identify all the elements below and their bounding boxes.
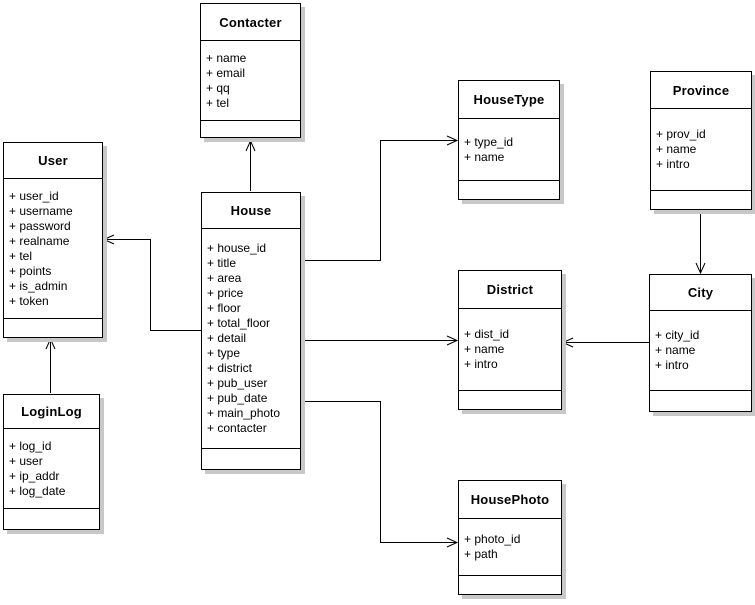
class-title: Contacter — [201, 4, 300, 41]
class-box-house: House + house_id + title + area + price … — [201, 192, 301, 470]
operations-compartment — [459, 181, 559, 199]
class-box-user: User + user_id + username + password + r… — [3, 142, 103, 338]
attributes-compartment: + city_id + name + intro — [650, 311, 751, 391]
field: + prov_id — [656, 127, 706, 141]
class-title: City — [650, 275, 751, 311]
attributes-compartment: + house_id + title + area + price + floo… — [202, 229, 300, 449]
field: + tel — [206, 95, 230, 110]
operations-compartment — [4, 509, 99, 529]
attributes-compartment: + dist_id + name + intro — [459, 309, 561, 391]
field: + photo_id — [464, 532, 521, 546]
field: + ip_addr — [9, 468, 60, 483]
field: + name — [206, 50, 247, 65]
class-box-housephoto: HousePhoto + photo_id + path — [458, 480, 562, 595]
class-box-loginlog: LoginLog + log_id + user + ip_addr + log… — [3, 394, 100, 530]
operations-compartment — [201, 121, 300, 137]
attributes-compartment: + prov_id + name + intro — [651, 109, 751, 191]
field: + type — [207, 346, 241, 360]
operations-compartment — [459, 391, 561, 409]
operations-compartment — [459, 576, 561, 594]
attributes-compartment: + user_id + username + password + realna… — [4, 179, 102, 319]
field: + detail — [207, 331, 247, 345]
field: + dist_id — [464, 327, 510, 341]
field: + email — [206, 65, 246, 80]
operations-compartment — [650, 391, 751, 411]
operations-compartment — [202, 449, 300, 469]
operations-compartment — [651, 191, 751, 209]
field: + price — [207, 286, 244, 300]
class-box-housetype: HouseType + type_id + name — [458, 80, 560, 200]
class-title: LoginLog — [4, 395, 99, 429]
field: + intro — [655, 358, 689, 372]
field: + house_id — [207, 241, 267, 255]
connector-house-to-user — [102, 234, 201, 331]
field: + token — [9, 293, 49, 308]
class-box-contacter: Contacter + name + email + qq + tel — [200, 3, 301, 138]
field: + city_id — [655, 328, 700, 342]
class-box-district: District + dist_id + name + intro — [458, 270, 562, 410]
field: + tel — [9, 248, 33, 263]
field: + realname — [9, 233, 70, 248]
field: + password — [9, 218, 71, 233]
field: + area — [207, 271, 242, 285]
field: + user — [9, 453, 43, 468]
class-title: House — [202, 193, 300, 229]
connector-house-to-housephoto — [301, 401, 459, 548]
class-title: HousePhoto — [459, 481, 561, 519]
field: + pub_date — [207, 391, 268, 405]
field: + log_id — [9, 438, 52, 453]
field: + intro — [464, 357, 498, 371]
class-title: District — [459, 271, 561, 309]
field: + is_admin — [9, 278, 68, 293]
field: + district — [207, 361, 253, 375]
class-box-city: City + city_id + name + intro — [649, 274, 752, 412]
field: + user_id — [9, 188, 59, 203]
operations-compartment — [4, 319, 102, 337]
attributes-compartment: + name + email + qq + tel — [201, 41, 300, 121]
field: + points — [9, 263, 52, 278]
field: + title — [207, 256, 237, 270]
attributes-compartment: + type_id + name — [459, 119, 559, 181]
field: + main_photo — [207, 406, 281, 420]
field: + name — [464, 149, 505, 164]
field: + username — [9, 203, 73, 218]
field: + total_floor — [207, 316, 271, 330]
field: + name — [464, 342, 505, 356]
field: + path — [464, 547, 498, 561]
field: + name — [656, 142, 697, 156]
field: + log_date — [9, 483, 66, 498]
attributes-compartment: + log_id + user + ip_addr + log_date — [4, 429, 99, 509]
attributes-compartment: + photo_id + path — [459, 519, 561, 576]
field: + name — [655, 343, 696, 357]
field: + type_id — [464, 134, 514, 149]
class-title: Province — [651, 72, 751, 109]
field: + qq — [206, 80, 230, 95]
field: + intro — [656, 157, 690, 171]
class-title: User — [4, 143, 102, 179]
class-box-province: Province + prov_id + name + intro — [650, 71, 752, 210]
class-title: HouseType — [459, 81, 559, 119]
field: + floor — [207, 301, 241, 315]
field: + contacter — [207, 421, 267, 435]
connector-house-to-housetype — [301, 135, 459, 261]
field: + pub_user — [207, 376, 268, 390]
